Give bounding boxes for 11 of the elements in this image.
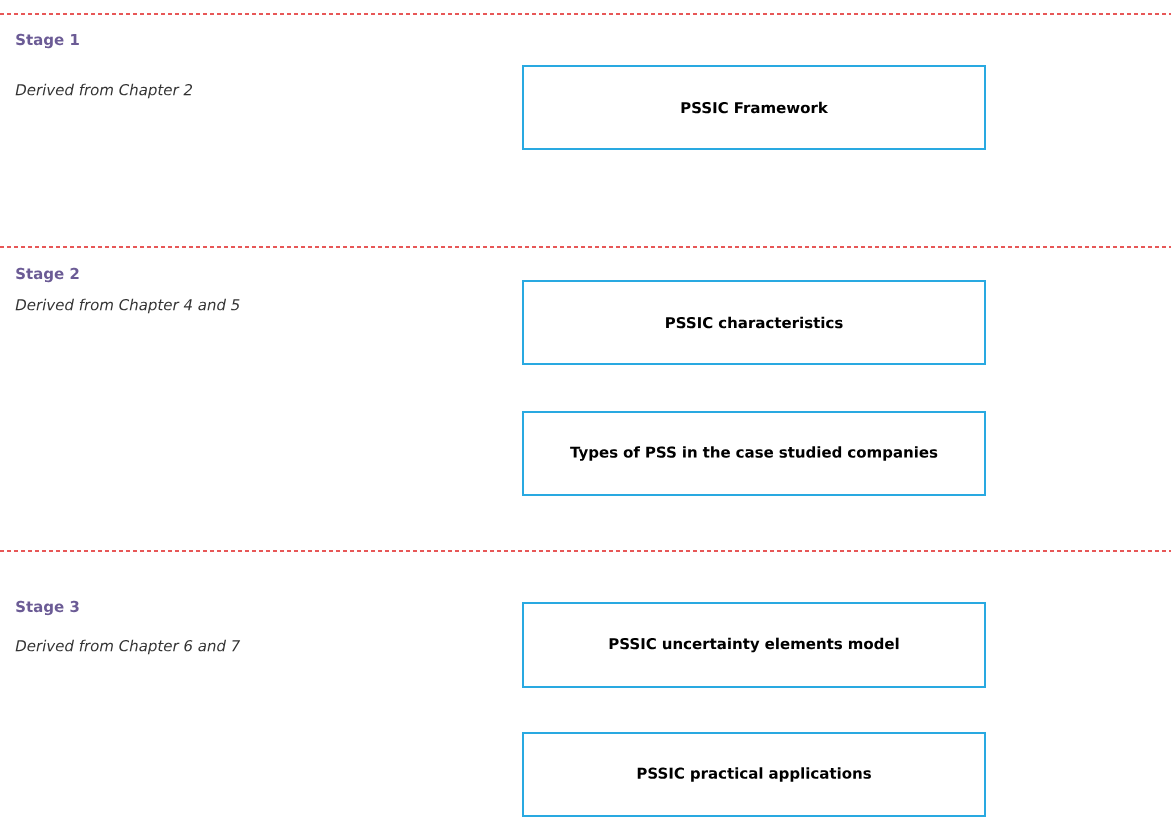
process-box: PSSIC uncertainty elements model	[522, 602, 986, 688]
stage-heading: Stage 1	[16, 33, 79, 49]
process-box: PSSIC practical applications	[522, 732, 986, 817]
process-box: PSSIC characteristics	[522, 280, 986, 365]
source-note: Derived from Chapter 6 and 7	[15, 639, 241, 655]
source-note: Derived from Chapter 2	[15, 83, 193, 99]
process-box: Types of PSS in the case studied companies	[522, 411, 986, 496]
process-box: PSSIC Framework	[522, 65, 986, 150]
stage-heading: Stage 3	[16, 600, 79, 616]
source-note: Derived from Chapter 4 and 5	[15, 298, 240, 314]
stage-heading: Stage 2	[16, 267, 79, 283]
